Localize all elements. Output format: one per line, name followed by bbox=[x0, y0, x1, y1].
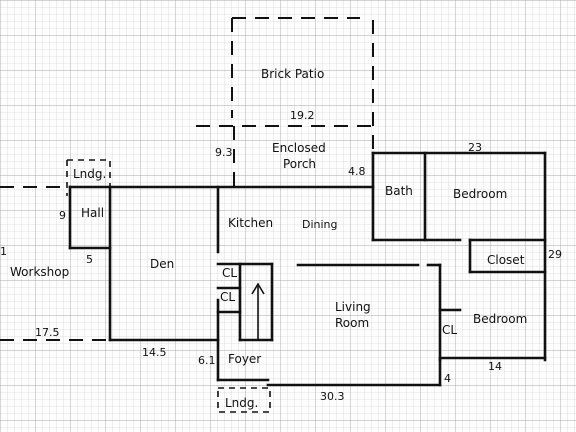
dim-bedroom-width: 23 bbox=[468, 141, 482, 154]
dim-foyer-width: 6.1 bbox=[198, 354, 216, 367]
dim-hall-height: 9 bbox=[59, 209, 66, 222]
dim-porch-side: 4.8 bbox=[348, 165, 366, 178]
room-label-brick-patio: Brick Patio bbox=[261, 67, 324, 81]
dashed-outlines bbox=[0, 17, 374, 413]
dim-porch-depth: 9.3 bbox=[215, 146, 233, 159]
room-label-closet-cl-1: CL bbox=[222, 266, 237, 280]
room-label-bath: Bath bbox=[385, 184, 413, 198]
room-label-hall: Hall bbox=[81, 206, 104, 220]
dim-living-width: 30.3 bbox=[320, 390, 345, 403]
walls bbox=[68, 151, 547, 387]
room-label-living-2: Room bbox=[335, 316, 369, 330]
room-label-closet-cl-2: CL bbox=[220, 290, 235, 304]
dim-den-width: 14.5 bbox=[142, 346, 167, 359]
room-label-workshop: Workshop bbox=[10, 265, 69, 279]
dim-workshop-side: 1 bbox=[0, 245, 7, 258]
dim-hall-width: 5 bbox=[86, 253, 93, 266]
room-label-living-1: Living bbox=[335, 300, 371, 314]
room-label-enclosed-porch-2: Porch bbox=[283, 157, 316, 171]
room-label-closet: Closet bbox=[487, 253, 525, 267]
dim-workshop-width: 17.5 bbox=[35, 326, 60, 339]
room-label-den: Den bbox=[150, 257, 174, 271]
room-label-enclosed-porch-1: Enclosed bbox=[272, 141, 326, 155]
dim-corner: 4 bbox=[444, 372, 451, 385]
dim-right-depth: 29 bbox=[548, 248, 562, 261]
room-label-landing-top: Lndg. bbox=[73, 167, 106, 181]
dim-bedroom-bottom-width: 14 bbox=[488, 360, 502, 373]
room-label-bedroom-top: Bedroom bbox=[453, 187, 507, 201]
room-label-bedroom-bottom: Bedroom bbox=[473, 312, 527, 326]
room-label-landing-bottom: Lndg. bbox=[225, 396, 258, 410]
stair-arrow-icon bbox=[251, 282, 265, 340]
dim-patio-width: 19.2 bbox=[290, 109, 315, 122]
room-label-kitchen: Kitchen bbox=[228, 216, 273, 230]
room-label-foyer: Foyer bbox=[228, 352, 261, 366]
room-label-dining: Dining bbox=[302, 218, 338, 231]
room-label-closet-cl-3: CL bbox=[442, 323, 457, 337]
